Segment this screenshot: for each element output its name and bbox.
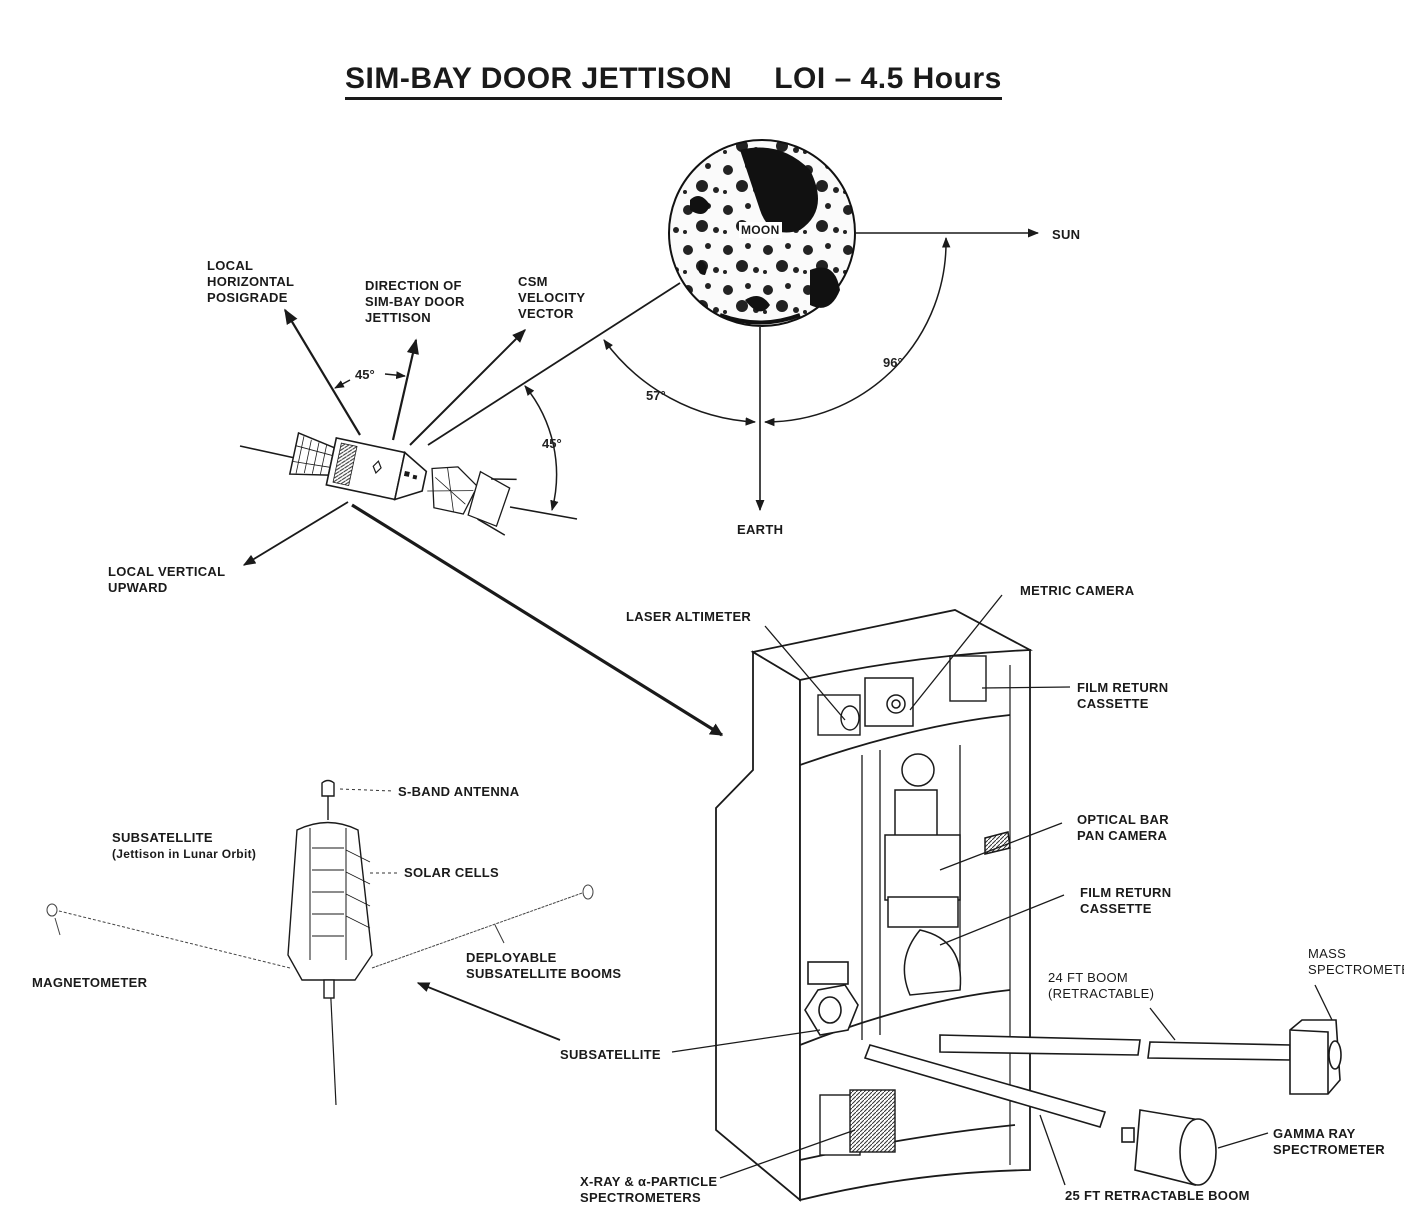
label-line: UPWARD	[108, 580, 168, 595]
label-line: VECTOR	[518, 306, 574, 321]
label-deployable-booms: DEPLOYABLE SUBSATELLITE BOOMS	[466, 950, 621, 982]
label-metric-camera: METRIC CAMERA	[1020, 583, 1135, 598]
label-line: HORIZONTAL	[207, 274, 295, 289]
subsatellite-stowed-icon	[804, 961, 859, 1036]
metric-camera-icon	[864, 677, 914, 727]
label-line: SUBSATELLITE BOOMS	[466, 966, 622, 981]
gamma-ray-spectrometer-icon	[1121, 1109, 1217, 1187]
label-subsatellite: SUBSATELLITE (Jettison in Lunar Orbit)	[112, 830, 256, 862]
label-25ft-boom: 25 FT RETRACTABLE BOOM	[1065, 1188, 1250, 1203]
label-note: (Jettison in Lunar Orbit)	[112, 847, 257, 861]
label-line: DEPLOYABLE	[466, 950, 557, 965]
film-cassette-top-icon	[949, 655, 987, 702]
jettison-direction-arrow	[391, 338, 419, 441]
diagram-title: SIM-BAY DOOR JETTISON LOI – 4.5 Hours	[345, 62, 1002, 100]
angle-arc-57	[603, 339, 757, 426]
label-sun: SUN	[1052, 227, 1081, 242]
angle-label-earth-sun: 96°	[883, 355, 903, 370]
local-vertical-arrow	[242, 501, 349, 566]
label-line: SPECTROMETER	[1273, 1142, 1385, 1157]
angle-label-velocity-moon: 45°	[542, 436, 562, 451]
label-gamma-ray-spectrometer: GAMMA RAY SPECTROMETER	[1273, 1126, 1385, 1158]
sim-bay-pointer-arrow	[351, 503, 724, 737]
label-line: CASSETTE	[1080, 901, 1152, 916]
subsatellite-booms	[46, 884, 594, 969]
csm-moon-line	[427, 282, 681, 446]
label-line: LOCAL	[207, 258, 254, 273]
angle-arc-96	[763, 236, 951, 427]
sim-bay-leaders	[671, 594, 1333, 1186]
label-line: GAMMA RAY	[1273, 1126, 1356, 1141]
subsatellite-icon	[287, 779, 373, 1106]
label-subsatellite-bay: SUBSATELLITE	[560, 1047, 661, 1062]
label-line: MASS	[1308, 946, 1347, 961]
label-line: FILM RETURN	[1080, 885, 1172, 900]
title-main: SIM-BAY DOOR JETTISON	[345, 62, 733, 95]
label-line: X-RAY & α-PARTICLE	[580, 1174, 718, 1189]
label-csm-velocity: CSM VELOCITY VECTOR	[518, 274, 585, 322]
label-line: LOCAL VERTICAL	[108, 564, 226, 579]
label-line: CASSETTE	[1077, 696, 1149, 711]
label-local-horizontal: LOCAL HORIZONTAL POSIGRADE	[207, 258, 294, 306]
xray-spectrometer-icon	[819, 1089, 896, 1156]
label-line: DIRECTION OF	[365, 278, 462, 293]
label-film-return-cassette-top: FILM RETURN CASSETTE	[1077, 680, 1168, 712]
label-line: PAN CAMERA	[1077, 828, 1168, 843]
local-horizontal-arrow	[284, 308, 361, 436]
label-line: SPECTROMETERS	[580, 1190, 701, 1205]
orbit-line-left	[239, 445, 296, 459]
csm-velocity-arrow	[409, 329, 526, 446]
label-24ft-boom: 24 FT BOOM (RETRACTABLE)	[1048, 970, 1154, 1002]
label-line: CSM	[518, 274, 548, 289]
boom-25ft	[863, 1044, 1107, 1128]
label-line: VELOCITY	[518, 290, 586, 305]
label-line: SPECTROMETER	[1308, 962, 1404, 977]
label-line: 24 FT BOOM	[1048, 970, 1129, 985]
boom-24ft	[939, 1034, 1291, 1061]
label-mass-spectrometer: MASS SPECTROMETER	[1308, 946, 1404, 978]
label-s-band-antenna: S-BAND ANTENNA	[398, 784, 520, 799]
laser-altimeter-icon	[817, 694, 861, 736]
subsatellite-pointer-arrow	[416, 982, 561, 1041]
mass-spectrometer-icon	[1289, 1019, 1342, 1095]
label-line: POSIGRADE	[207, 290, 288, 305]
label-line: SIM-BAY DOOR	[365, 294, 465, 309]
label-line: JETTISON	[365, 310, 431, 325]
label-line: OPTICAL BAR	[1077, 812, 1169, 827]
angle-label-moon-earth: 57°	[646, 388, 666, 403]
label-optical-bar-pan-camera: OPTICAL BAR PAN CAMERA	[1077, 812, 1169, 844]
label-film-return-cassette-lower: FILM RETURN CASSETTE	[1080, 885, 1171, 917]
angle-marker-right	[384, 371, 406, 380]
label-line: (RETRACTABLE)	[1048, 986, 1155, 1001]
label-moon: MOON	[739, 222, 782, 238]
label-line: FILM RETURN	[1077, 680, 1169, 695]
orbit-line-right	[509, 506, 578, 520]
label-local-vertical: LOCAL VERTICAL UPWARD	[108, 564, 225, 596]
label-magnetometer: MAGNETOMETER	[32, 975, 148, 990]
label-line: SUBSATELLITE	[112, 830, 213, 845]
label-earth: EARTH	[737, 522, 784, 537]
angle-label-horizontal-jettison: 45°	[355, 367, 375, 382]
label-xray-spectrometers: X-RAY & α-PARTICLE SPECTROMETERS	[580, 1174, 717, 1206]
label-solar-cells: SOLAR CELLS	[404, 865, 500, 880]
angle-arc-45-right	[524, 385, 559, 512]
label-jettison-direction: DIRECTION OF SIM-BAY DOOR JETTISON	[365, 278, 465, 326]
csm-spacecraft-icon	[288, 431, 517, 536]
subsatellite-leaders	[339, 788, 505, 944]
title-sub: LOI – 4.5 Hours	[774, 62, 1002, 95]
label-laser-altimeter: LASER ALTIMETER	[626, 609, 752, 624]
angle-marker-left	[334, 379, 351, 389]
